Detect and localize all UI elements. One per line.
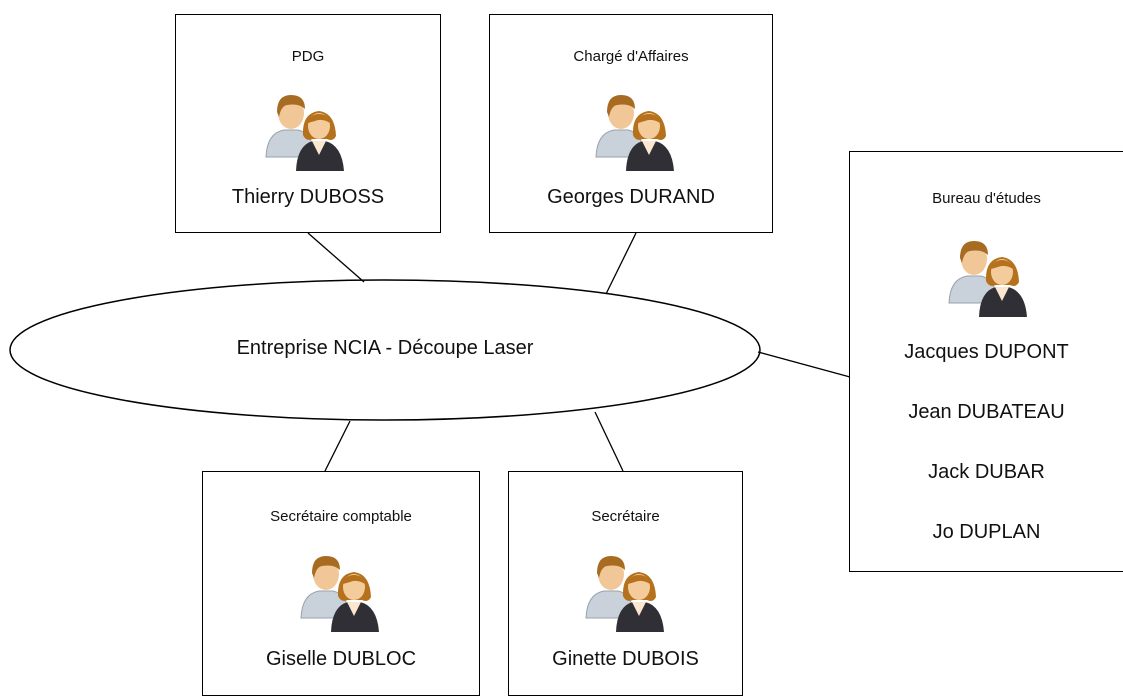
- connector-charge-affaires: [605, 232, 637, 295]
- user-group-icon: [585, 556, 664, 632]
- person-name: Ginette DUBOIS: [552, 648, 699, 670]
- person-name: Thierry DUBOSS: [231, 186, 385, 208]
- connector-bureau-etudes: [757, 351, 851, 378]
- member-name: Jacques DUPONT: [904, 341, 1069, 363]
- role-label: Secrétaire comptable: [270, 508, 412, 525]
- role-label: Bureau d'études: [932, 190, 1041, 207]
- role-label: Chargé d'Affaires: [573, 48, 689, 65]
- connector-secretaire-comptable: [324, 420, 351, 472]
- company-ellipse: [9, 279, 761, 421]
- connector-pdg: [307, 232, 365, 283]
- box-secretaire-comptable: Secrétaire comptable Giselle DUBLOC: [202, 471, 480, 696]
- box-pdg: PDG Thierry DUBOSS: [175, 14, 441, 233]
- person-name: Georges DURAND: [547, 186, 715, 208]
- box-charge-affaires: Chargé d'Affaires Georges DURAND: [489, 14, 773, 233]
- person-name: Giselle DUBLOC: [265, 648, 417, 670]
- box-secretaire: Secrétaire Ginette DUBOIS: [508, 471, 743, 696]
- company-name: Entreprise NCIA - Découpe Laser: [236, 337, 534, 359]
- box-bureau-etudes: Bureau d'études Jacques DUPONT Jean DUBA…: [849, 151, 1123, 572]
- member-name: Jean DUBATEAU: [908, 401, 1065, 423]
- role-label: PDG: [291, 48, 325, 65]
- connector-secretaire: [594, 411, 624, 472]
- role-label: Secrétaire: [591, 508, 660, 525]
- member-name: Jo DUPLAN: [932, 521, 1041, 543]
- user-group-icon: [265, 95, 344, 171]
- member-name: Jack DUBAR: [928, 461, 1045, 483]
- user-group-icon: [948, 241, 1027, 317]
- user-group-icon: [595, 95, 674, 171]
- user-group-icon: [300, 556, 379, 632]
